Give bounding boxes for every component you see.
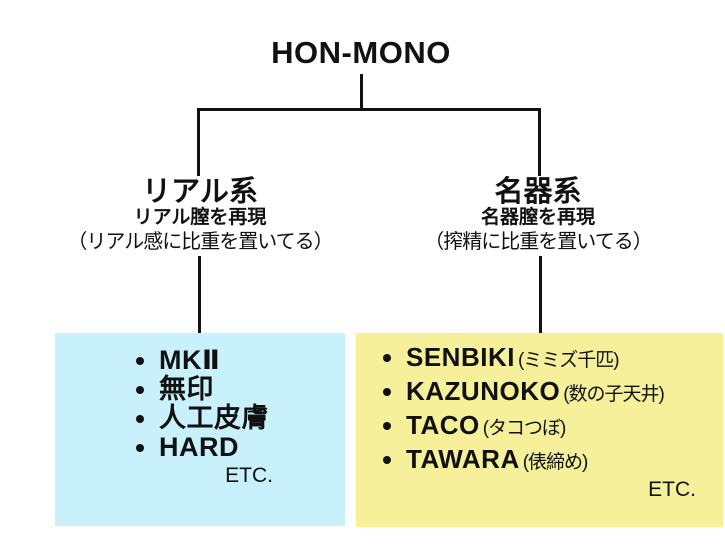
connector-root-stem <box>360 74 363 110</box>
item-name: KAZUNOKO <box>406 376 561 406</box>
list-item: TACO(タコつぼ) <box>406 410 723 444</box>
meiki-items-list: SENBIKI(ミミズ千匹) KAZUNOKO(数の子天井) TACO(タコつぼ… <box>356 333 723 478</box>
list-item: SENBIKI(ミミズ千匹) <box>406 342 723 376</box>
connector-left-drop <box>197 108 200 176</box>
branch-meiki: 名器系 名器膣を再現 （搾精に比重を置いてる） <box>368 177 708 253</box>
meiki-items-box: SENBIKI(ミミズ千匹) KAZUNOKO(数の子天井) TACO(タコつぼ… <box>356 333 723 527</box>
item-name: TACO <box>406 410 480 440</box>
branch-real-name: リアル系 <box>142 176 258 208</box>
item-name: SENBIKI <box>406 342 515 372</box>
list-item: 無印 <box>159 375 345 404</box>
item-name: TAWARA <box>406 444 520 474</box>
connector-right-drop <box>538 108 541 176</box>
list-item: HARD <box>159 433 345 462</box>
branch-real-note: （リアル感に比重を置いてる） <box>67 231 333 253</box>
branch-meiki-note: （搾精に比重を置いてる） <box>424 231 652 253</box>
connector-right-box-drop <box>539 256 542 333</box>
list-item: MKⅡ <box>159 346 345 375</box>
item-note: (ミミズ千匹) <box>517 350 620 371</box>
connector-left-box-drop <box>198 256 201 333</box>
branch-meiki-name: 名器系 <box>494 176 582 208</box>
list-item: 人工皮膚 <box>159 404 345 433</box>
branch-real-subtitle: リアル膣を再現 <box>133 207 267 228</box>
real-items-list: MKⅡ 無印 人工皮膚 HARD <box>55 333 345 462</box>
item-note: (数の子天井) <box>563 384 665 405</box>
list-item: KAZUNOKO(数の子天井) <box>406 376 723 410</box>
connector-branch-bar <box>197 108 541 111</box>
etc-label: ETC. <box>225 464 273 487</box>
etc-label: ETC. <box>648 478 696 501</box>
diagram-title: HON-MONO <box>271 35 451 70</box>
item-note: (俵締め) <box>522 452 589 473</box>
item-note: (タコつぼ) <box>482 418 567 439</box>
branch-meiki-subtitle: 名器膣を再現 <box>480 207 595 228</box>
real-items-box: MKⅡ 無印 人工皮膚 HARD ETC. <box>55 333 345 526</box>
list-item: TAWARA(俵締め) <box>406 444 723 478</box>
branch-real: リアル系 リアル膣を再現 （リアル感に比重を置いてる） <box>30 177 370 253</box>
